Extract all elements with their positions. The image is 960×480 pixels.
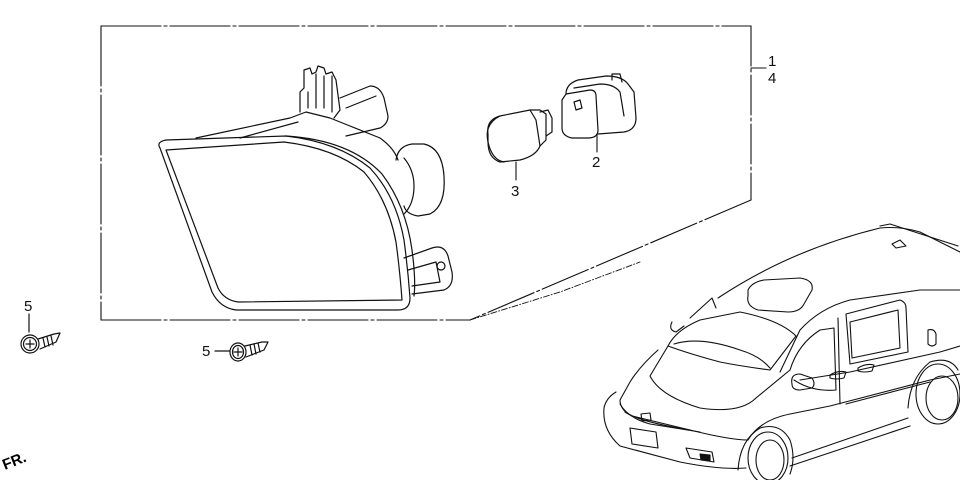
fog-light-housing	[158, 65, 453, 311]
callout-5-middle: 5	[202, 343, 211, 360]
callout-2: 2	[592, 154, 601, 171]
callout-1: 1	[768, 53, 777, 70]
callout-3: 3	[511, 183, 520, 200]
screw-left	[20, 313, 61, 354]
assembly-frame	[100, 25, 767, 321]
screw-middle	[214, 341, 269, 362]
callout-4: 4	[768, 70, 777, 87]
vehicle-illustration	[603, 223, 960, 480]
bulb-socket	[561, 73, 637, 153]
callout-5-left: 5	[24, 298, 33, 315]
bulb	[486, 109, 553, 181]
